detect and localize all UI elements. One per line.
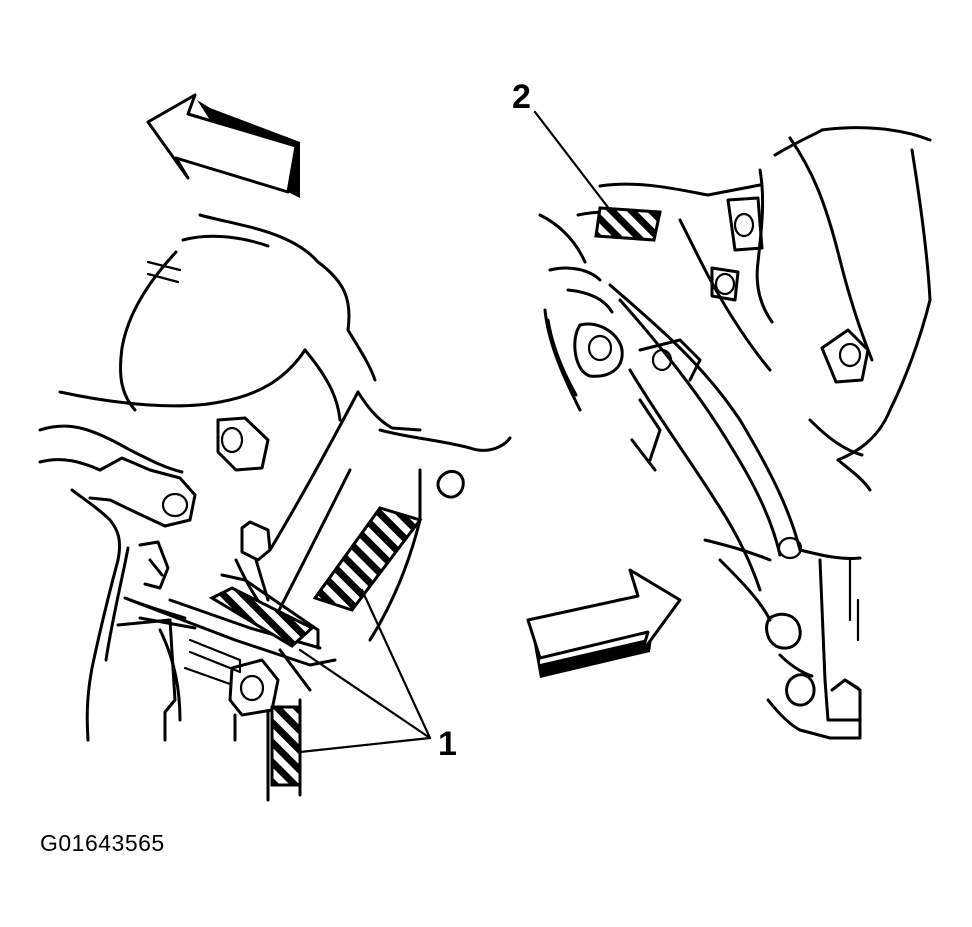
sealant-area-1c bbox=[270, 705, 302, 787]
leader-line-2 bbox=[533, 110, 612, 212]
right-view bbox=[526, 110, 932, 740]
left-view bbox=[38, 93, 512, 802]
leader-line-1b bbox=[298, 648, 432, 740]
callout-2-label: 2 bbox=[512, 78, 531, 116]
leader-line-1c bbox=[298, 736, 432, 754]
sealant-area-1b bbox=[312, 506, 423, 612]
sealant-area-1a bbox=[208, 586, 315, 648]
figure-id: G01643565 bbox=[40, 830, 165, 856]
direction-arrow-left-icon bbox=[146, 93, 300, 198]
leader-line-1a bbox=[360, 588, 432, 740]
sealant-area-2 bbox=[594, 206, 662, 242]
callout-1-label: 1 bbox=[438, 725, 457, 763]
direction-arrow-right-icon bbox=[526, 568, 682, 678]
